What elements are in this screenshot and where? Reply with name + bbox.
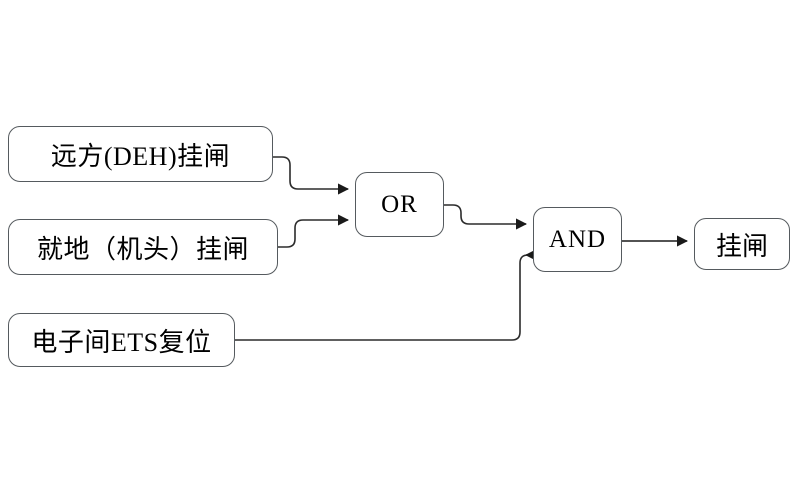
wire-or-to-and	[444, 204, 528, 230]
wire-ets-to-and	[235, 249, 537, 341]
input-box-ets-reset-label: 电子间ETS复位	[31, 327, 212, 357]
input-box-local-machine-head-label: 就地（机头）挂闸	[36, 234, 249, 264]
input-box-local-machine-head[interactable]: 就地（机头）挂闸	[8, 219, 278, 275]
output-box-trip[interactable]: 挂闸	[694, 218, 790, 270]
wire-deh-to-or	[273, 156, 350, 195]
input-box-remote-deh-label: 远方(DEH)挂闸	[50, 141, 231, 171]
input-box-remote-deh[interactable]: 远方(DEH)挂闸	[8, 126, 273, 182]
output-box-trip-label: 挂闸	[715, 231, 768, 261]
wire-local-to-or	[278, 214, 350, 248]
or-gate[interactable]: OR	[355, 172, 444, 237]
and-gate-label: AND	[548, 225, 607, 253]
or-gate-label: OR	[381, 190, 418, 218]
and-gate[interactable]: AND	[533, 207, 622, 272]
input-box-ets-reset[interactable]: 电子间ETS复位	[8, 313, 235, 367]
